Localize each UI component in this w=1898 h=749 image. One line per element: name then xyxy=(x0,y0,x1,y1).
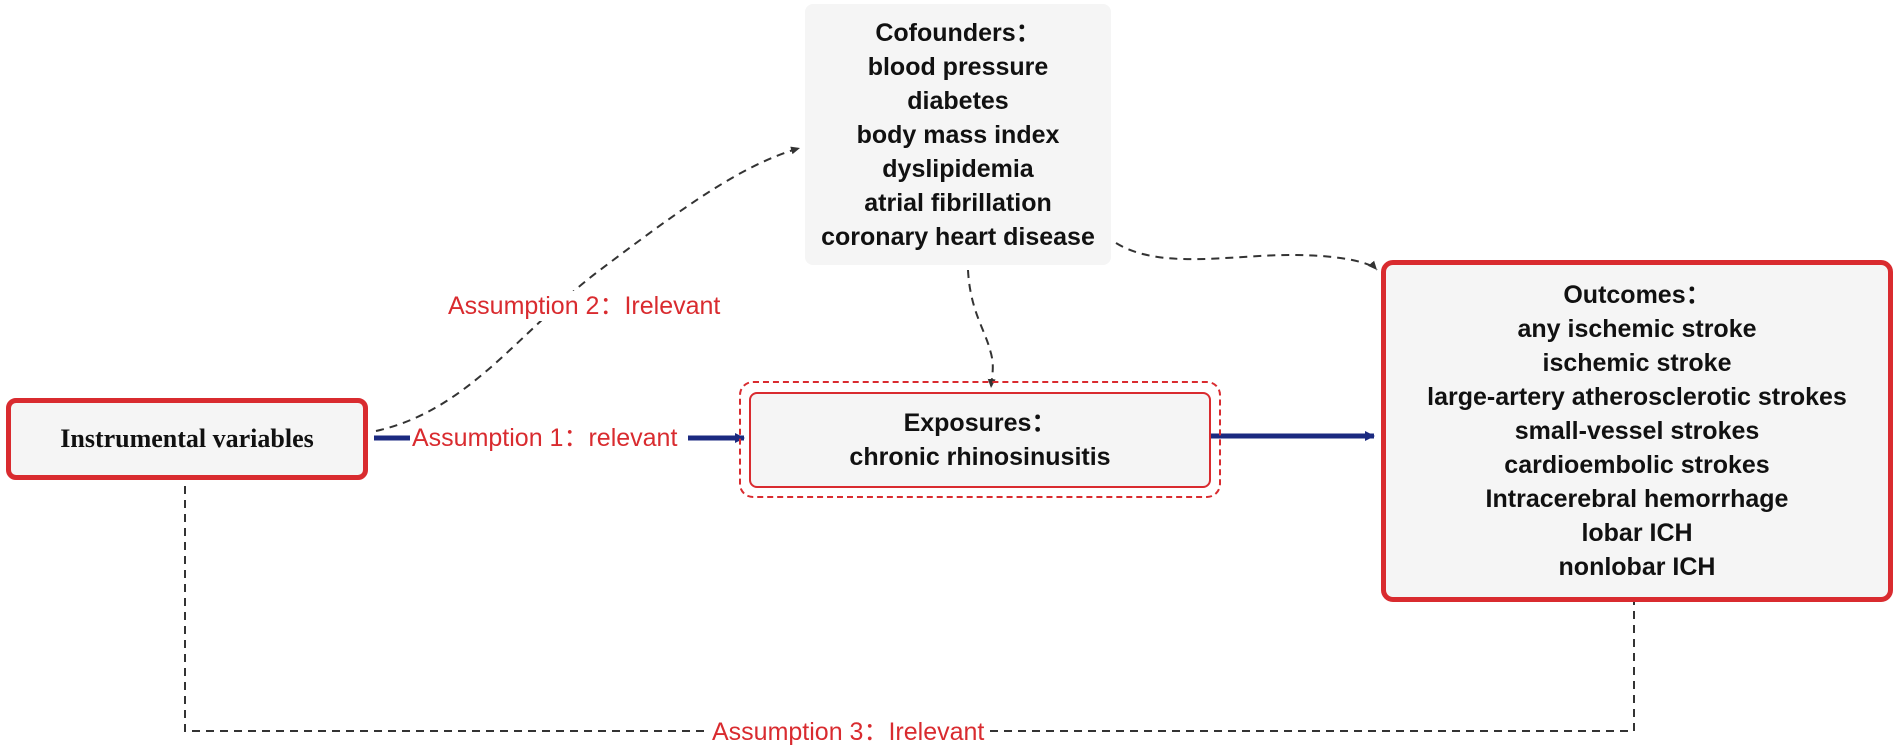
confounder-item: coronary heart disease xyxy=(821,222,1095,251)
assumption-2-dashed-arrow xyxy=(375,146,801,432)
outcome-item: cardioembolic strokes xyxy=(1504,451,1770,479)
outcome-item: large-artery atherosclerotic strokes xyxy=(1427,383,1847,411)
outcomes-title: Outcomes： xyxy=(1563,281,1711,309)
instrumental-variables-box: Instrumental variables xyxy=(6,398,368,480)
exposures-dashed-frame xyxy=(739,381,1221,498)
exposures-box: Exposures： chronic rhinosinusitis xyxy=(749,392,1211,488)
confounders-to-outcomes-dashed-arrow xyxy=(1115,242,1378,271)
outcome-item: nonlobar ICH xyxy=(1558,553,1716,581)
exposure-item: chronic rhinosinusitis xyxy=(849,443,1111,471)
outcome-item: ischemic stroke xyxy=(1542,349,1732,377)
confounders-box: Cofounders： blood pressure diabetes body… xyxy=(805,4,1111,265)
instrumental-variables-label: Instrumental variables xyxy=(60,424,314,453)
confounders-title: Cofounders： xyxy=(875,18,1041,47)
outcome-item: any ischemic stroke xyxy=(1517,315,1757,343)
assumption-3-label: Assumption 3：Irelevant xyxy=(710,717,987,747)
confounder-item: atrial fibrillation xyxy=(864,188,1052,217)
assumption-2-label: Assumption 2：Irelevant xyxy=(448,291,721,321)
confounder-item: diabetes xyxy=(907,86,1009,115)
outcome-item: small-vessel strokes xyxy=(1514,417,1760,445)
outcomes-box: Outcomes： any ischemic stroke ischemic s… xyxy=(1381,260,1893,602)
confounder-item: body mass index xyxy=(856,120,1060,149)
outcome-item: Intracerebral hemorrhage xyxy=(1485,485,1789,513)
confounder-item: blood pressure xyxy=(867,52,1049,81)
confounder-item: dyslipidemia xyxy=(882,154,1034,183)
outcome-item: lobar ICH xyxy=(1581,519,1693,547)
confounders-to-exposures-dashed-arrow xyxy=(967,269,996,389)
assumption-1-label: Assumption 1：relevant xyxy=(410,423,680,453)
exposures-title: Exposures： xyxy=(903,409,1057,437)
